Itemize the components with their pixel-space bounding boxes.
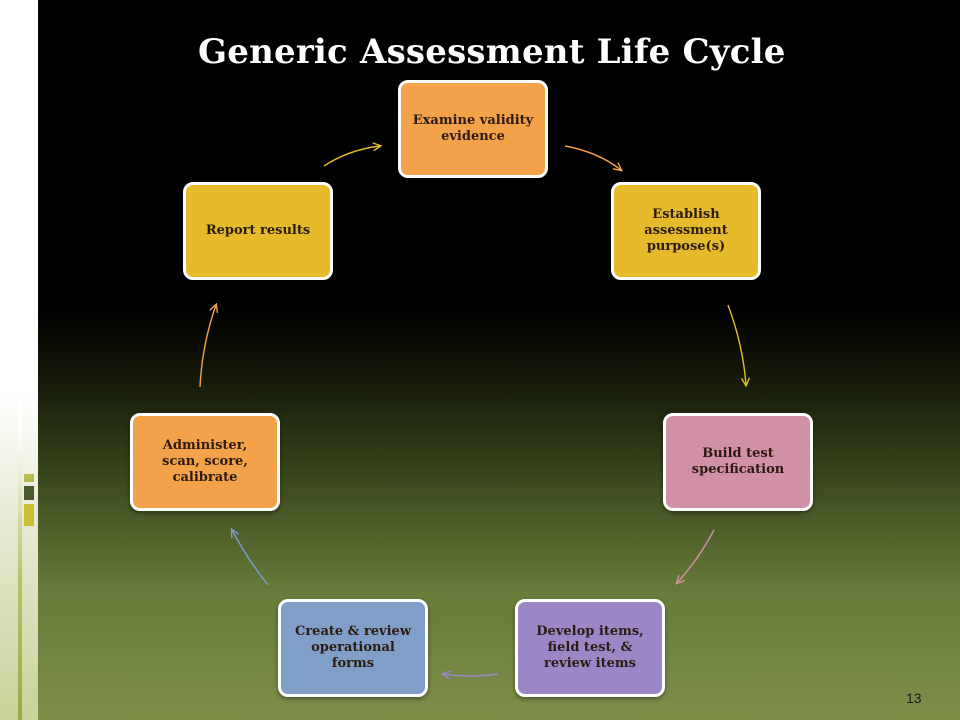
node-build-test-specification: Build test specification: [663, 413, 813, 511]
arrow-establish-build: [727, 304, 746, 385]
decorative-squares: [24, 474, 34, 530]
arrow-report-examine: [323, 146, 380, 167]
left-accent-line: [18, 0, 22, 720]
node-develop-items: Develop items, field test, & review item…: [515, 599, 665, 697]
slide-title: Generic Assessment Life Cycle: [198, 32, 786, 72]
node-establish-assessment-purpose: Establish assessment purpose(s): [611, 182, 761, 280]
page-number: 13: [906, 690, 922, 706]
arrow-create-administer: [232, 530, 269, 586]
arrow-develop-create: [443, 674, 499, 676]
arrow-administer-report: [199, 305, 216, 388]
cycle-arrows: [199, 0, 960, 720]
deco-square-2: [24, 486, 34, 500]
slide-canvas: Generic Assessment Life Cycle Examine va…: [38, 0, 960, 720]
arrow-build-develop: [677, 529, 715, 583]
arrow-examine-establish: [564, 145, 621, 170]
node-examine-validity-evidence: Examine validity evidence: [398, 80, 548, 178]
node-create-review-forms: Create & review operational forms: [278, 599, 428, 697]
node-administer-scan-score: Administer, scan, score, calibrate: [130, 413, 280, 511]
deco-square-1: [24, 474, 34, 482]
deco-square-3: [24, 504, 34, 526]
node-report-results: Report results: [183, 182, 333, 280]
